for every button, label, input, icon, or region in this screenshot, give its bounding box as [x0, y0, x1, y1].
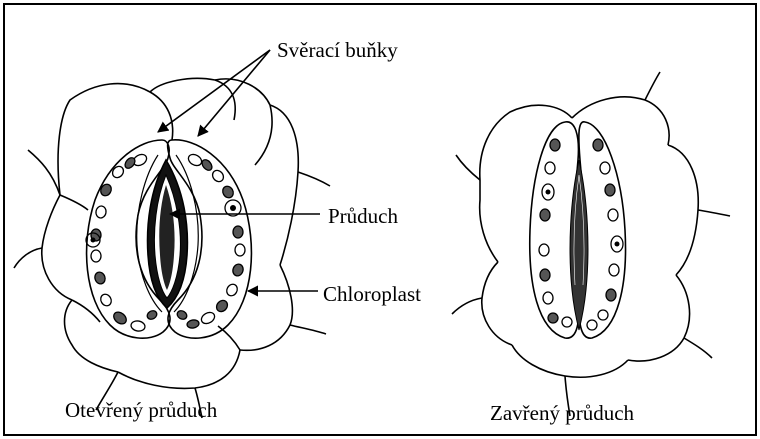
label-stoma: Průduch [328, 206, 398, 227]
caption-closed-stoma: Zavřený průduch [490, 403, 634, 424]
chloroplasts-right-closed [587, 139, 623, 330]
caption-open-stoma: Otevřený průduch [65, 400, 217, 421]
label-guard-cells: Svěrací buňky [277, 40, 398, 61]
arrow-guard-left [158, 50, 270, 132]
open-stoma [14, 78, 330, 418]
label-chloroplast: Chloroplast [323, 284, 421, 305]
closed-stoma [452, 72, 730, 416]
chloroplasts-left-closed [539, 139, 572, 327]
closed-pore [570, 160, 588, 330]
arrow-guard-right [198, 50, 270, 136]
